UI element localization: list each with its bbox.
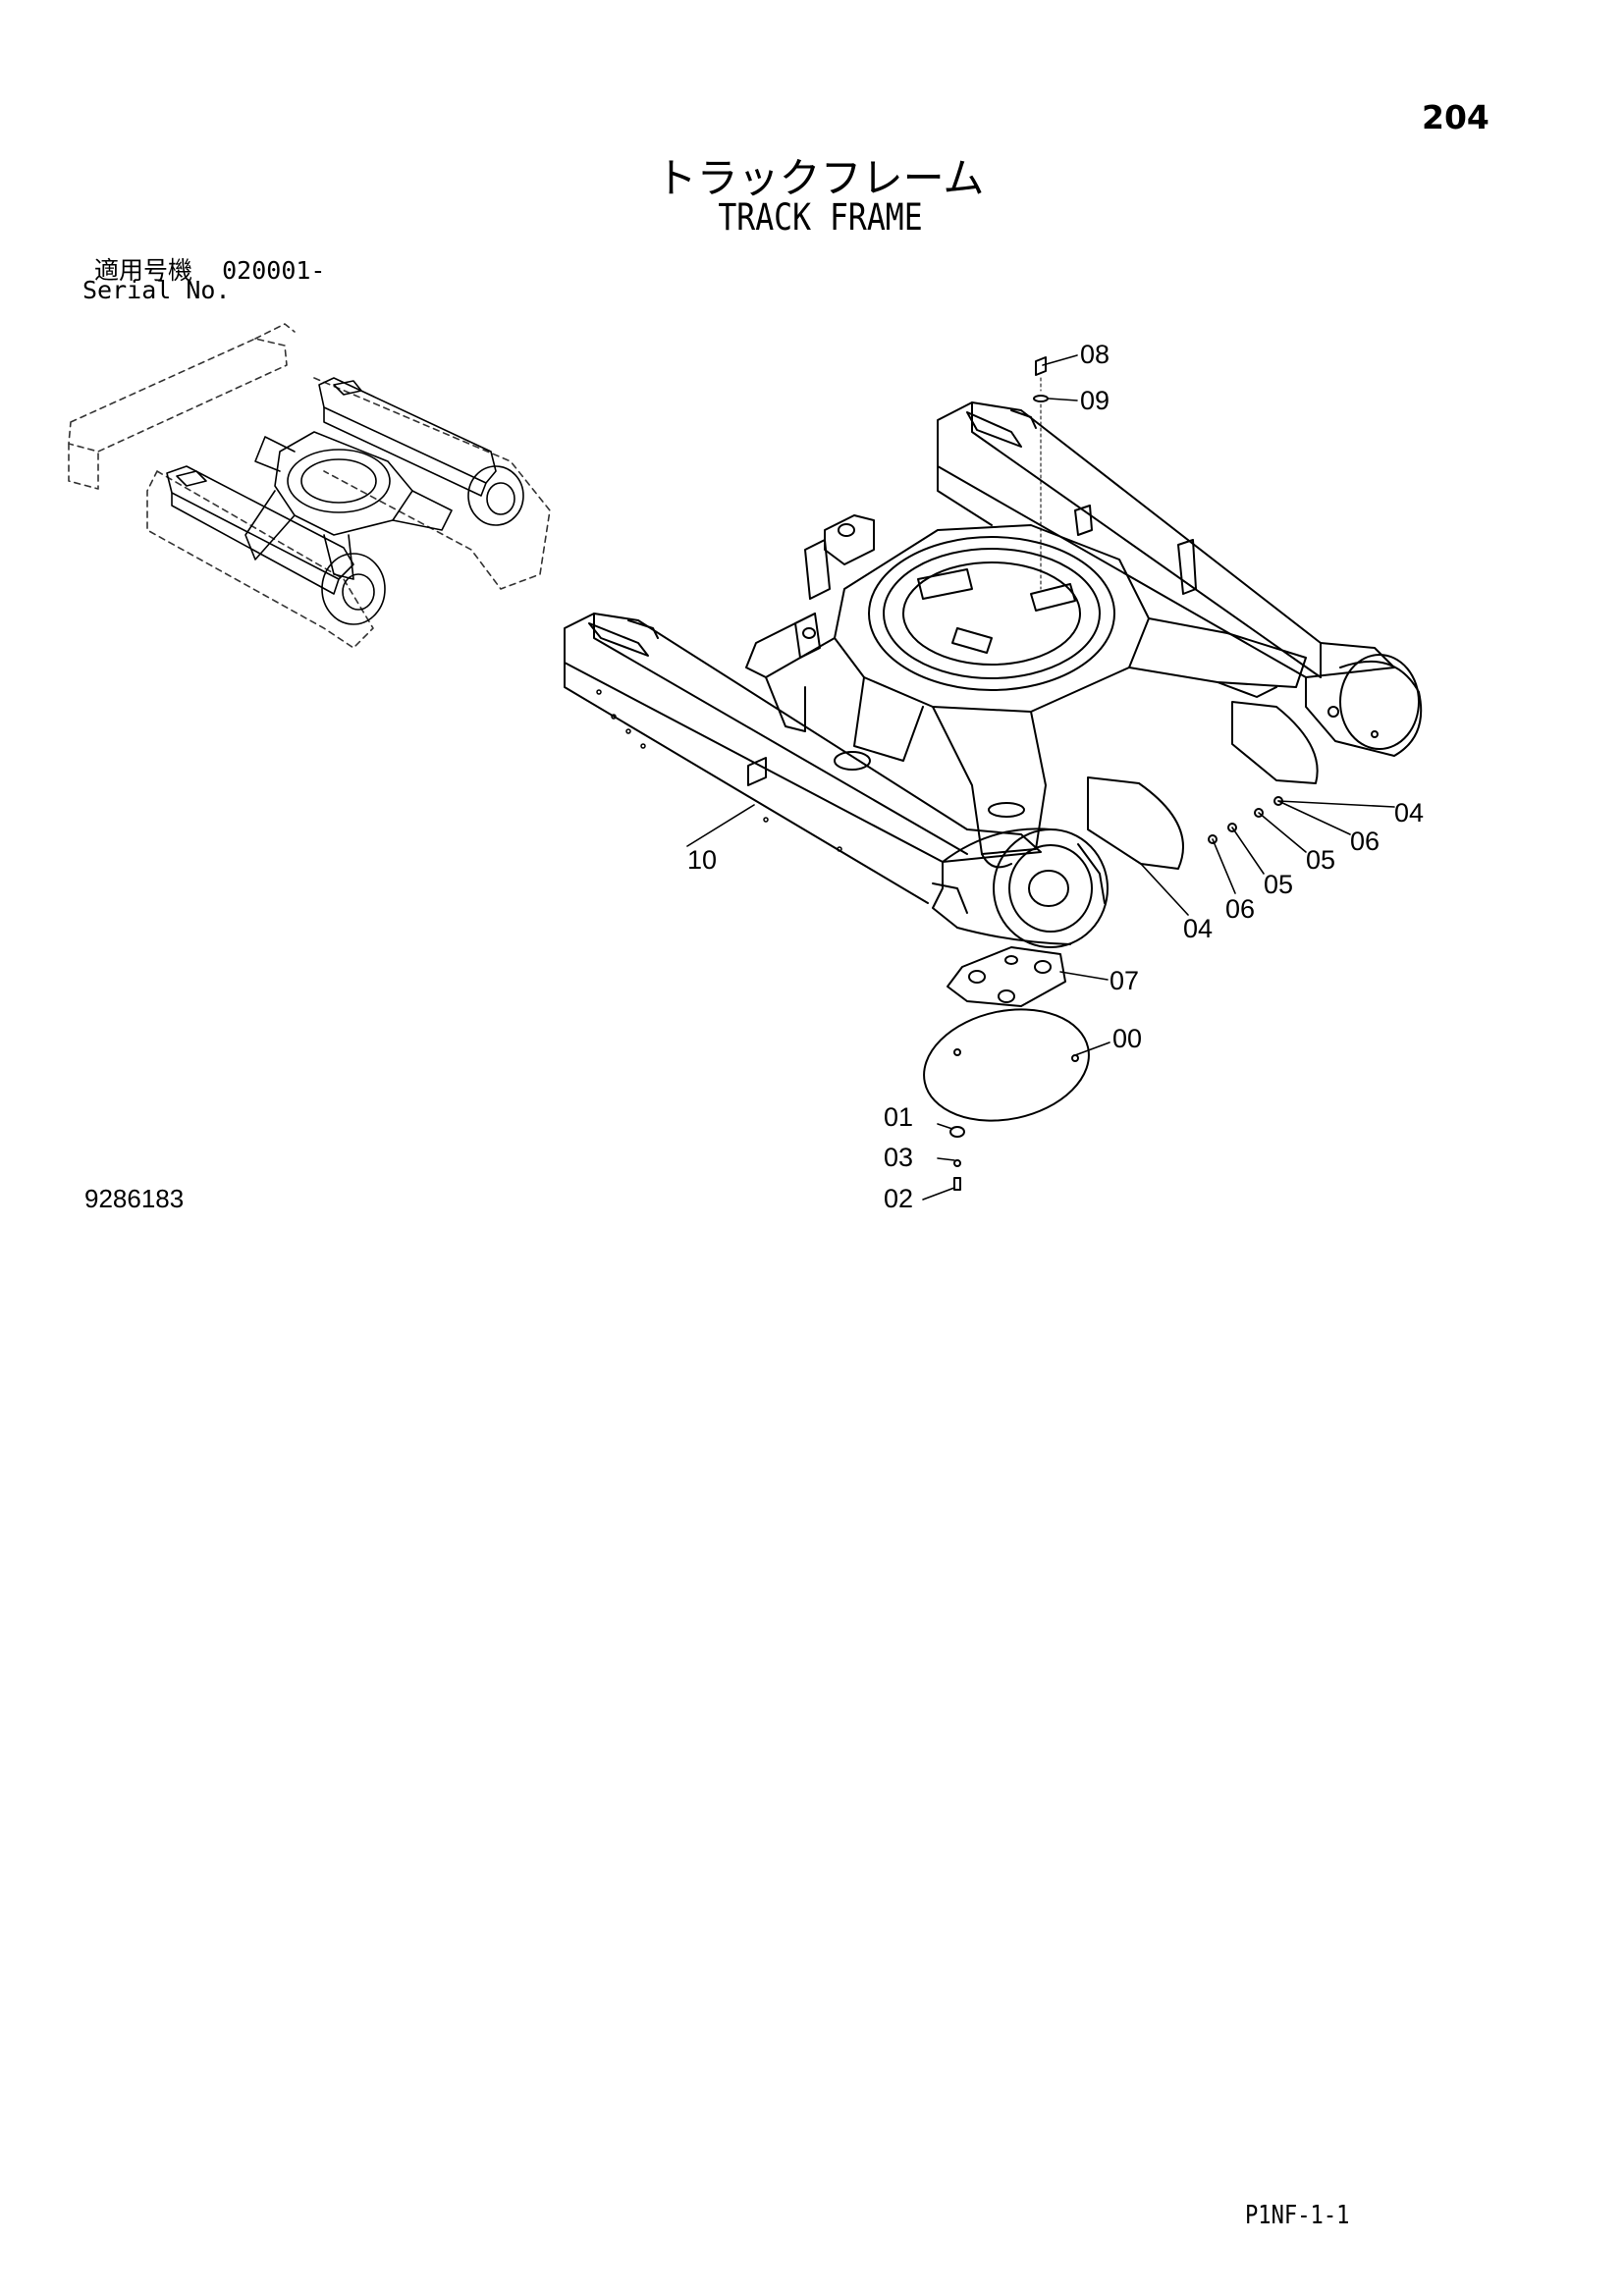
serial-label-english: Serial No. [82,276,231,304]
callout-03: 03 [884,1143,913,1172]
callout-05-left: 05 [1264,870,1293,899]
drawing-number: 9286183 [84,1184,185,1213]
callout-01: 01 [884,1102,913,1132]
callout-06-right: 06 [1350,827,1380,856]
sheet-code: P1NF-1-1 [1245,2201,1350,2230]
page-title-japanese: トラックフレーム [655,154,985,202]
callout-00: 00 [1112,1024,1142,1053]
page-number: 204 [1422,98,1489,136]
callout-02: 02 [884,1184,913,1213]
callout-06-left: 06 [1225,894,1255,924]
callout-04-left: 04 [1183,914,1213,943]
leader-lines [686,354,1395,1201]
track-frame-main [564,401,1423,948]
callout-05-right: 05 [1306,845,1335,875]
page-title-english: TRACK FRAME [718,196,923,239]
callout-labels: 08 09 10 04 06 05 04 06 05 07 00 01 03 0… [687,340,1424,1213]
overview-thumbnail [68,323,551,649]
callout-08: 08 [1080,340,1110,369]
callout-10: 10 [687,845,717,875]
callout-09: 09 [1080,386,1110,415]
callout-07: 07 [1110,966,1139,995]
serial-applicability: 適用号機 020001- [94,251,325,287]
exploded-parts [923,356,1319,1191]
serial-label-japanese: 適用号機 [94,256,193,285]
callout-04-right: 04 [1394,798,1424,828]
serial-value: 020001- [222,256,326,285]
